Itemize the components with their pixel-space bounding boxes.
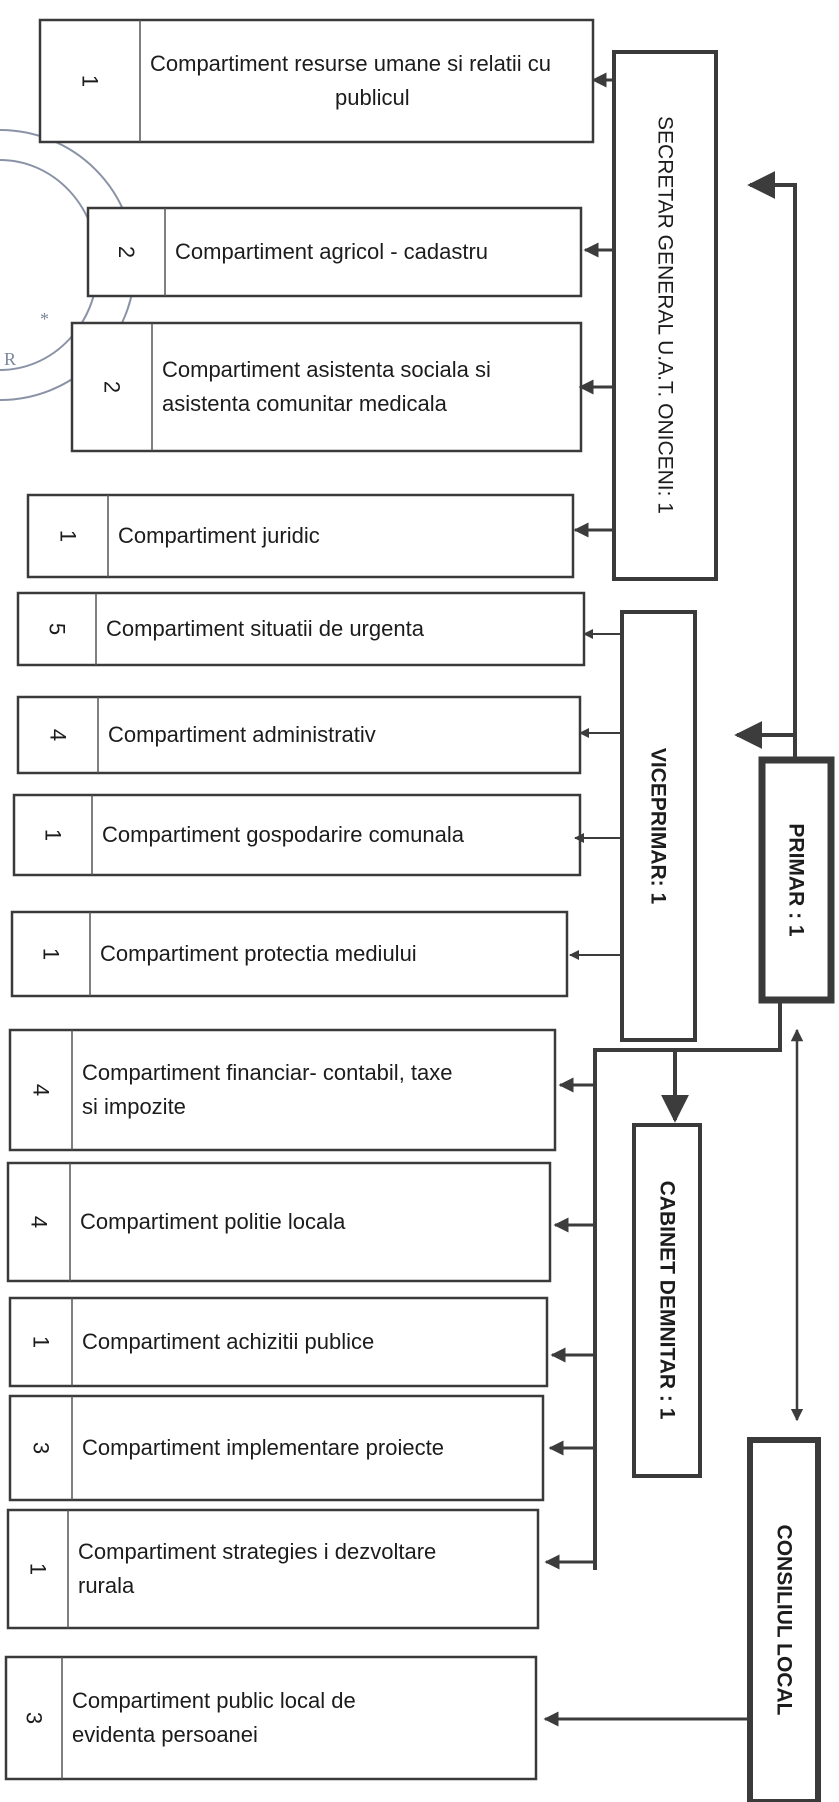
department-headcount: 2: [100, 381, 125, 393]
primar-frame: [758, 756, 835, 1004]
primar-box: PRIMAR : 1: [758, 756, 835, 1004]
department-box: 2 Compartiment agricol - cadastru: [86, 206, 583, 298]
department-frame: [6, 1508, 540, 1630]
department-frame: [8, 1394, 545, 1502]
consiliu-label: CONSILIUL LOCAL: [773, 1525, 796, 1716]
department-headcount: 3: [29, 1442, 54, 1454]
viceprimar-frame: [620, 610, 697, 1042]
department-headcount: 1: [41, 829, 66, 841]
department-frame: [86, 206, 583, 298]
department-name: Compartiment administrativ: [108, 722, 376, 747]
department-headcount: 1: [78, 75, 103, 87]
department-frame: [38, 18, 595, 144]
department-name: Compartiment situatii de urgenta: [106, 616, 425, 641]
department-box: 1 Compartiment resurse umane si relatii c…: [38, 18, 595, 144]
secretar-box: SECRETAR GENERAL U.A.T. ONICENI: 1: [612, 50, 718, 581]
viceprimar-box: VICEPRIMAR: 1: [620, 610, 697, 1042]
cabinet-box: CABINET DEMNITAR : 1: [632, 1123, 702, 1478]
stamp-star: *: [40, 309, 49, 329]
department-frame: [4, 1655, 538, 1781]
department-name: Compartiment protectia mediului: [100, 941, 417, 966]
department-headcount: 2: [114, 246, 139, 258]
department-headcount: 1: [56, 530, 81, 542]
cabinet-frame: [632, 1123, 702, 1478]
departments-column: 1 Compartiment resurse umane si relatii c…: [4, 18, 595, 1781]
secretar-label: SECRETAR GENERAL U.A.T. ONICENI: 1: [654, 116, 677, 514]
department-headcount: 4: [29, 1084, 54, 1096]
consiliu-box: CONSILIUL LOCAL: [747, 1437, 821, 1802]
primar-to-cabinet-trunk: [593, 1000, 782, 1570]
consiliu-frame: [747, 1437, 821, 1802]
department-frame: [6, 1161, 552, 1283]
primar-to-secretar-arrow: [747, 171, 797, 760]
department-box: 4 Compartiment administrativ: [16, 695, 582, 775]
department-box: 1 Compartiment juridic: [26, 493, 575, 579]
department-headcount: 1: [39, 948, 64, 960]
department-box: 1 Compartiment achizitii publice: [8, 1296, 549, 1388]
department-box: 1 Compartiment gospodarire comunala: [12, 793, 582, 877]
department-frame: [16, 591, 586, 667]
department-frame: [26, 493, 575, 579]
department-name: Compartiment politie locala: [80, 1209, 346, 1234]
primar-label: PRIMAR : 1: [785, 823, 808, 936]
department-box: 5 Compartiment situatii de urgenta: [16, 591, 586, 667]
department-frame: [16, 695, 582, 775]
department-frame: [12, 793, 582, 877]
viceprimar-connectors: [569, 629, 622, 960]
viceprimar-label: VICEPRIMAR: 1: [647, 748, 670, 905]
department-name: Compartiment juridic: [118, 523, 320, 548]
department-headcount: 1: [29, 1336, 54, 1348]
department-frame: [70, 321, 583, 453]
department-headcount: 1: [26, 1563, 51, 1575]
department-name: Compartiment gospodarire comunala: [102, 822, 465, 847]
department-box: 4 Compartiment politie locala: [6, 1161, 552, 1283]
department-name: Compartiment agricol - cadastru: [175, 239, 488, 264]
department-frame: [8, 1296, 549, 1388]
department-headcount: 5: [45, 623, 70, 635]
department-name: Compartiment achizitii publice: [82, 1329, 374, 1354]
secretar-frame: [612, 50, 718, 581]
department-frame: [8, 1028, 557, 1152]
department-headcount: 4: [27, 1216, 52, 1228]
department-name: Compartiment resurse umane si relatii cu…: [150, 51, 551, 110]
trunk-connectors: [544, 1077, 595, 1570]
cabinet-label: CABINET DEMNITAR : 1: [656, 1181, 679, 1420]
department-headcount: 3: [22, 1712, 47, 1724]
department-headcount: 4: [46, 729, 71, 741]
stamp-letter: R: [4, 349, 16, 369]
secretar-connectors: [573, 72, 614, 538]
department-box: 3 Compartiment implementare proiecte: [8, 1394, 545, 1502]
primar-connectors: [593, 171, 804, 1570]
department-box: 1 Compartiment protectia mediului: [10, 910, 569, 998]
department-name: Compartiment implementare proiecte: [82, 1435, 444, 1460]
department-frame: [10, 910, 569, 998]
